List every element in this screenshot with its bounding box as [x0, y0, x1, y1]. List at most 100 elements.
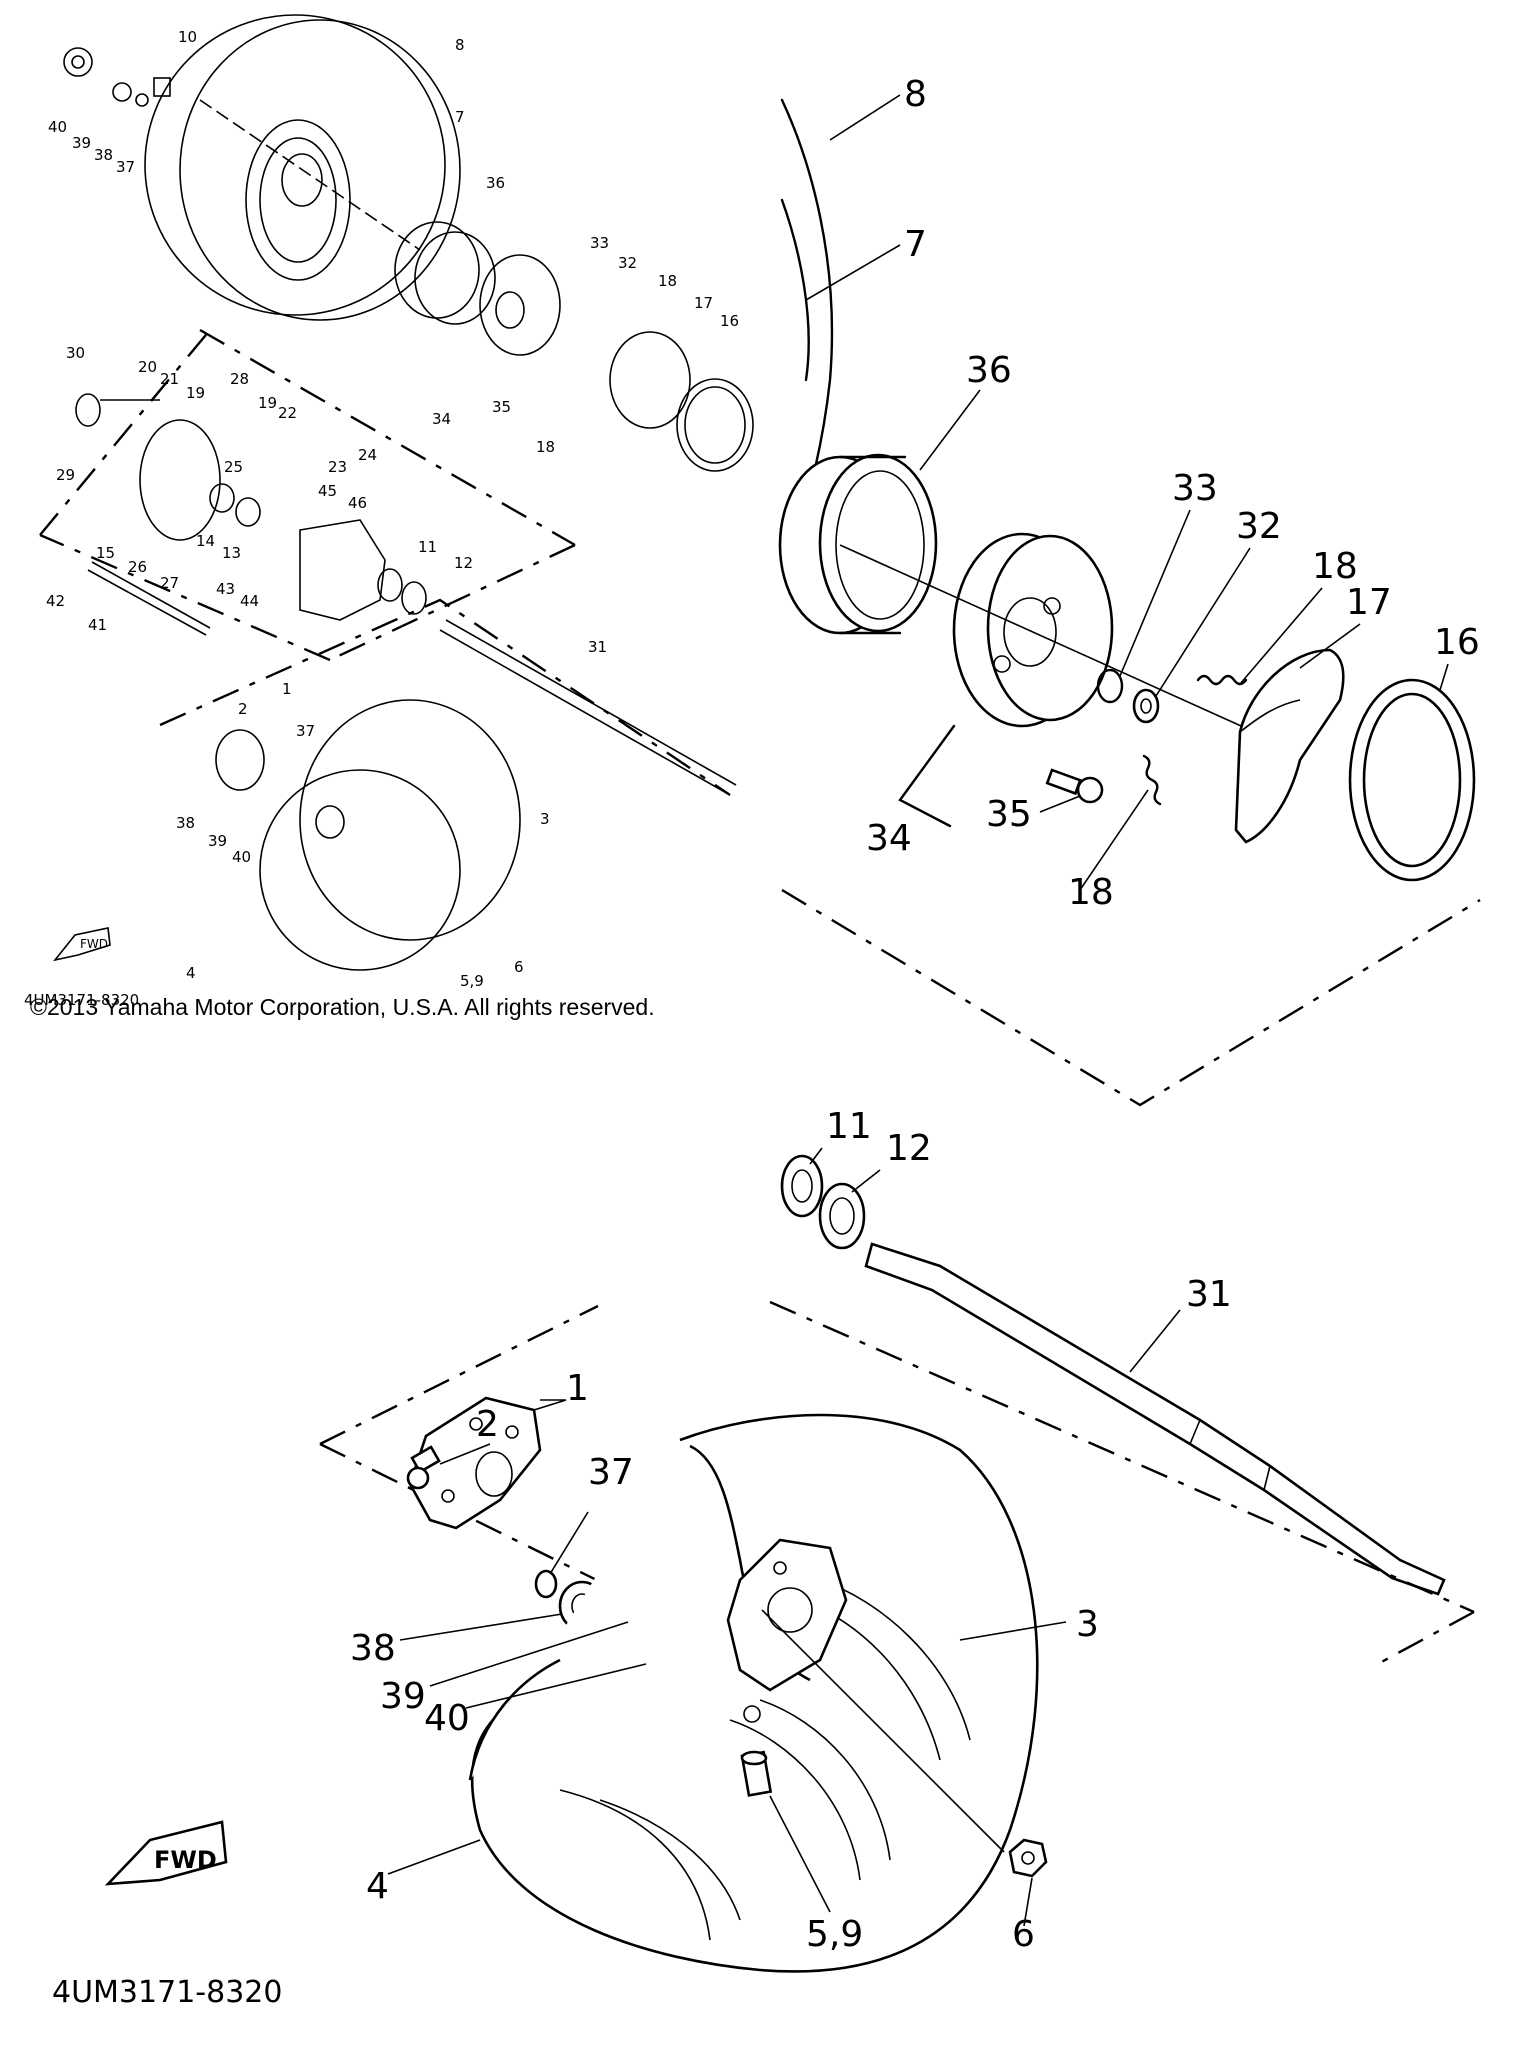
ov-label-23: 23: [328, 458, 347, 476]
ov-label-39: 39: [72, 134, 91, 152]
ov-label-38: 38: [94, 146, 113, 164]
ov-label-4: 4: [186, 964, 196, 982]
ov-label-32: 32: [618, 254, 637, 272]
ov-label-44: 44: [240, 592, 259, 610]
ov-label-46: 46: [348, 494, 367, 512]
wd-label-2: 2: [476, 1404, 499, 1445]
ov-label-24: 24: [358, 446, 377, 464]
ov-label-25: 25: [224, 458, 243, 476]
wd-label-37: 37: [588, 1452, 634, 1493]
lower-tire-shape: [299, 699, 521, 941]
washer-32: [1132, 688, 1160, 724]
spring-18a: [1196, 674, 1248, 686]
wd-label-6: 6: [1012, 1914, 1035, 1955]
ov-label-34: 34: [432, 410, 451, 428]
overview-diagram-code: 4UM3171-8320: [24, 991, 139, 1009]
ov-label-20: 20: [138, 358, 157, 376]
overview-fwd-label: FWD: [80, 937, 108, 951]
ov-label-18a: 18: [658, 272, 677, 290]
hub-shape: [479, 254, 561, 356]
nut-6: [1008, 1838, 1048, 1878]
wheel-fwd-label: FWD: [154, 1846, 217, 1874]
wd-label-40: 40: [424, 1698, 470, 1739]
rim-arc-7: [780, 198, 810, 382]
wd-label-5-9: 5,9: [806, 1914, 863, 1955]
ov-label-29: 29: [56, 466, 75, 484]
wd-label-12: 12: [886, 1128, 932, 1169]
ov-label-41: 41: [88, 616, 107, 634]
wd-label-3: 3: [1076, 1604, 1099, 1645]
bolt-2: [406, 1445, 441, 1490]
ov-label-1: 1: [282, 680, 292, 698]
washer-12: [818, 1182, 866, 1250]
spring-18b: [1142, 754, 1162, 806]
ov-label-14: 14: [196, 532, 215, 550]
wheel-tire-3-4: [468, 1413, 1039, 1973]
bolt-35: [1045, 768, 1104, 804]
ov-label-40b: 40: [232, 848, 251, 866]
overview-fwd-arrow: FWD: [52, 927, 111, 962]
brake-shoe-17: [1234, 648, 1345, 844]
ov-label-42: 42: [46, 592, 65, 610]
backplate-shape: [139, 419, 221, 541]
bd-label-17: 17: [1346, 582, 1392, 623]
ov-label-27: 27: [160, 574, 179, 592]
ov-label-26: 26: [128, 558, 147, 576]
wheel-rim-shape: [245, 119, 351, 281]
seal-ring-shape: [676, 378, 754, 472]
wheel-diagram-code: 4UM3171-8320: [52, 1975, 282, 2010]
ov-label-6: 6: [514, 958, 524, 976]
ov-label-43: 43: [216, 580, 235, 598]
axle-31: [864, 1242, 1446, 1596]
bd-label-18a: 18: [1312, 546, 1358, 587]
oring-33: [1096, 668, 1124, 704]
ov-label-10: 10: [178, 28, 197, 46]
wd-label-11: 11: [826, 1106, 872, 1147]
bd-label-7: 7: [904, 224, 927, 265]
bd-label-36: 36: [966, 350, 1012, 391]
ov-label-19b: 19: [258, 394, 277, 412]
tire-shape: [144, 14, 446, 316]
ov-label-19a: 19: [186, 384, 205, 402]
bd-label-8: 8: [904, 74, 927, 115]
ov-label-13: 13: [222, 544, 241, 562]
ov-label-17: 17: [694, 294, 713, 312]
ov-label-31: 31: [588, 638, 607, 656]
valve-5-9: [740, 1750, 773, 1797]
ov-label-12: 12: [454, 554, 473, 572]
wd-label-38: 38: [350, 1628, 396, 1669]
washer-37: [534, 1569, 558, 1599]
ov-label-38b: 38: [176, 814, 195, 832]
wd-label-39: 39: [380, 1676, 426, 1717]
ov-label-37b: 37: [296, 722, 315, 740]
ov-label-21: 21: [160, 370, 179, 388]
wheel-fwd-arrow: FWD: [104, 1820, 228, 1886]
bd-label-32: 32: [1236, 506, 1282, 547]
brake-plate-34: [952, 532, 1114, 728]
bd-label-16: 16: [1434, 622, 1480, 663]
hub-1: [408, 1396, 542, 1530]
ov-label-36: 36: [486, 174, 505, 192]
ov-label-5-9: 5,9: [460, 972, 484, 990]
wheel-detail-diagram: FWD 4UM3171-8320 11 12 31 1 2 37 38 39 4…: [52, 1106, 1475, 2010]
wd-label-31: 31: [1186, 1274, 1232, 1315]
overview-diagram: FWD 4UM3171-8320 10 8 7 40 39 38 37 36 3…: [24, 14, 754, 1009]
bd-label-18b: 18: [1068, 872, 1114, 913]
ov-label-2: 2: [238, 700, 248, 718]
seal-11: [780, 1154, 824, 1218]
copyright-notice: ©2013 Yamaha Motor Corporation, U.S.A. A…: [30, 994, 655, 1020]
bd-label-35: 35: [986, 794, 1032, 835]
ov-label-30: 30: [66, 344, 85, 362]
ov-label-3: 3: [540, 810, 550, 828]
ov-label-11: 11: [418, 538, 437, 556]
bd-label-33: 33: [1172, 468, 1218, 509]
ov-label-40: 40: [48, 118, 67, 136]
ov-label-15: 15: [96, 544, 115, 562]
ov-label-7: 7: [455, 108, 465, 126]
bd-label-34: 34: [866, 818, 912, 859]
wd-label-1: 1: [566, 1368, 589, 1409]
ov-label-28: 28: [230, 370, 249, 388]
ov-label-8: 8: [455, 36, 465, 54]
ov-label-22: 22: [278, 404, 297, 422]
